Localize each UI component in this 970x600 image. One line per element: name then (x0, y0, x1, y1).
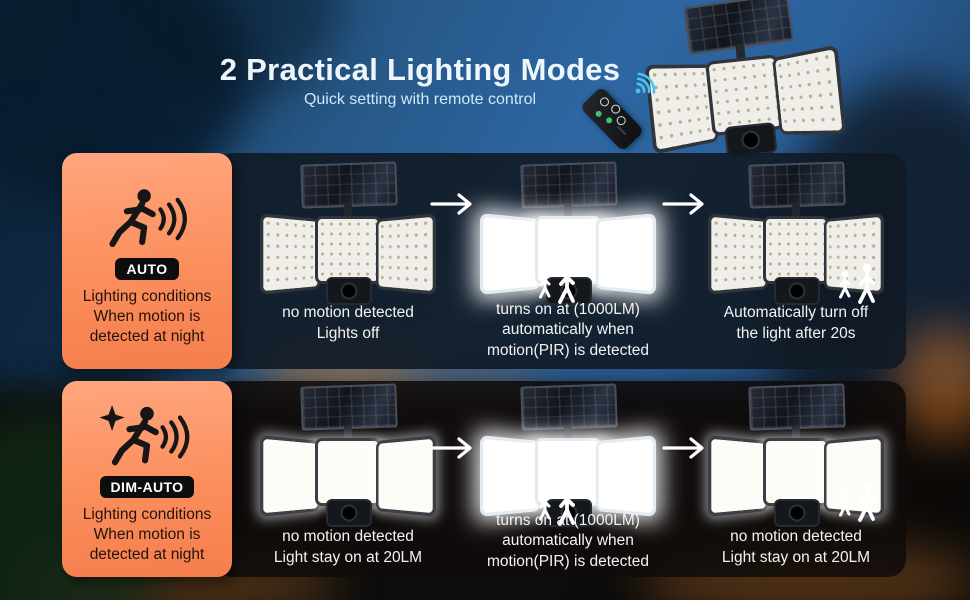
arrow-right-icon (662, 437, 704, 459)
running-person-motion-waves-icon (109, 189, 187, 247)
led-head-left (259, 435, 320, 517)
wifi-signal-icon (635, 72, 656, 94)
mode-description-line: When motion is (93, 308, 201, 326)
caption-line: Automatically turn off (723, 304, 869, 322)
mode-badge: AUTO (115, 258, 179, 280)
led-head-right (772, 44, 847, 135)
led-head-left (707, 435, 768, 517)
pir-sensor (774, 499, 820, 527)
step-dim-on: no motion detected Light stay on at 20LM (242, 381, 454, 577)
caption-line: no motion detected (730, 528, 862, 546)
step-caption: no motion detected Light stay on at 20LM (228, 527, 468, 569)
step-auto-off: Automatically turn off the light after 2… (690, 153, 902, 369)
walking-people-icon (539, 263, 575, 304)
mode-row-dim-auto: DIM-AUTO Lighting conditions When motion… (62, 381, 906, 577)
running-person-sparkle-motion-waves-icon (99, 404, 190, 466)
pir-sensor (326, 499, 372, 527)
mount-bracket (792, 204, 800, 217)
pir-sensor (326, 277, 372, 305)
caption-line: Light stay on at 20LM (721, 549, 871, 567)
light-product-off (255, 161, 441, 305)
mount-bracket (564, 204, 572, 217)
step-caption: Automatically turn off the light after 2… (676, 303, 916, 345)
step-caption: no motion detected Lights off (228, 303, 468, 345)
solar-panel (300, 383, 398, 431)
header: 2 Practical Lighting Modes Quick setting… (130, 52, 710, 109)
caption-line: no motion detected (282, 304, 414, 322)
led-head-left (479, 213, 540, 295)
mount-bracket (344, 426, 352, 439)
led-head-left (479, 435, 540, 517)
mode-card: AUTO Lighting conditions When motion is … (62, 153, 232, 369)
led-head-center (315, 216, 381, 284)
led-head-right (596, 213, 657, 295)
pir-sensor (774, 277, 820, 305)
mode-description-line: When motion is (93, 526, 201, 544)
mode-description-line: detected at night (89, 328, 205, 346)
solar-panel (520, 161, 618, 209)
solar-panel (520, 383, 618, 431)
light-product-off (703, 161, 889, 305)
mode-card: DIM-AUTO Lighting conditions When motion… (62, 381, 232, 577)
walking-people-icon (839, 481, 875, 522)
step-caption: turns on at (1000LM) automatically when … (448, 511, 688, 573)
walking-people-icon (839, 263, 875, 304)
caption-line: turns on at (1000LM) (496, 511, 640, 529)
mode-badge: DIM-AUTO (99, 476, 195, 498)
walking-people-icon (539, 485, 575, 526)
solar-panel (748, 161, 846, 209)
led-head-center (763, 216, 829, 284)
remote-slot (616, 125, 627, 136)
step-dim-on: no motion detected Light stay on at 20LM (690, 381, 902, 577)
caption-line: no motion detected (282, 528, 414, 546)
led-head-center (315, 438, 381, 506)
remote-button (604, 116, 614, 125)
mode-description-line: Lighting conditions (82, 288, 212, 305)
caption-line: the light after 20s (736, 325, 856, 343)
light-product-dim (695, 383, 897, 527)
mode-description-line: detected at night (89, 546, 205, 564)
led-head-left (259, 213, 320, 295)
step-turns-on: turns on at (1000LM) automatically when … (447, 381, 689, 577)
caption-line: motion(PIR) is detected (487, 342, 649, 360)
caption-line: Lights off (316, 325, 380, 343)
step-turns-on: turns on at (1000LM) automatically when … (447, 153, 689, 369)
warm-window-light-blob (895, 325, 970, 440)
mode-description-line: Lighting conditions (82, 506, 212, 523)
led-head-center (763, 438, 829, 506)
solar-panel (748, 383, 846, 431)
arrow-right-icon (430, 437, 472, 459)
page-subtitle: Quick setting with remote control (303, 91, 537, 108)
led-head-right (376, 435, 437, 517)
step-caption: turns on at (1000LM) automatically when … (448, 300, 688, 362)
arrow-right-icon (430, 193, 472, 215)
solar-panel (300, 161, 398, 209)
mount-bracket (792, 426, 800, 439)
caption-line: automatically when (502, 321, 634, 339)
led-head-right (596, 435, 657, 517)
page-title: 2 Practical Lighting Modes (219, 52, 621, 87)
step-caption: no motion detected Light stay on at 20LM (676, 527, 916, 569)
mount-bracket (344, 204, 352, 217)
light-product-dim (247, 383, 449, 527)
remote-button (594, 109, 603, 119)
arrow-right-icon (662, 193, 704, 215)
mode-row-auto: AUTO Lighting conditions When motion is … (62, 153, 906, 369)
mode-description: Lighting conditions When motion is detec… (83, 505, 211, 565)
caption-line: motion(PIR) is detected (487, 553, 649, 571)
mode-description: Lighting conditions When motion is detec… (83, 287, 211, 347)
caption-line: automatically when (502, 532, 634, 550)
caption-line: turns on at (1000LM) (496, 300, 640, 318)
step-lights-off: no motion detected Lights off (242, 153, 454, 369)
led-head-left (707, 213, 768, 295)
mount-bracket (564, 426, 572, 439)
led-head-right (376, 213, 437, 295)
caption-line: Light stay on at 20LM (273, 549, 423, 567)
